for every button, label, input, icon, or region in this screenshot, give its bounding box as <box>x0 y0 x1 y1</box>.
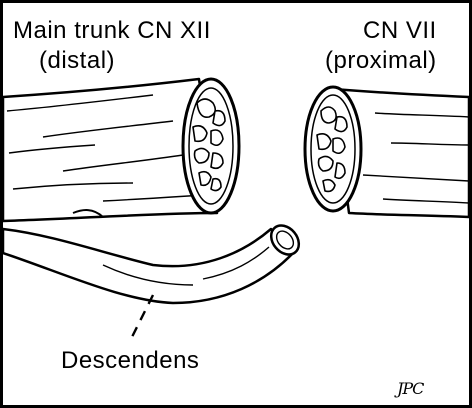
cn12-cut-end <box>181 77 241 215</box>
nerve-anastomosis-drawing <box>3 77 469 344</box>
label-main-trunk-cn12: Main trunk CN XII <box>13 17 211 44</box>
label-cn7: CN VII <box>363 17 437 44</box>
label-distal: (distal) <box>39 47 116 74</box>
label-proximal: (proximal) <box>325 47 437 74</box>
descendens-leader-line <box>127 294 155 344</box>
cn7-cut-end <box>303 85 363 213</box>
descendens-branch <box>3 209 297 305</box>
label-descendens: Descendens <box>61 347 200 374</box>
artist-signature: JPC <box>397 379 424 398</box>
descendens-cut-end <box>269 224 301 256</box>
cn7-proximal-nerve <box>331 87 469 219</box>
